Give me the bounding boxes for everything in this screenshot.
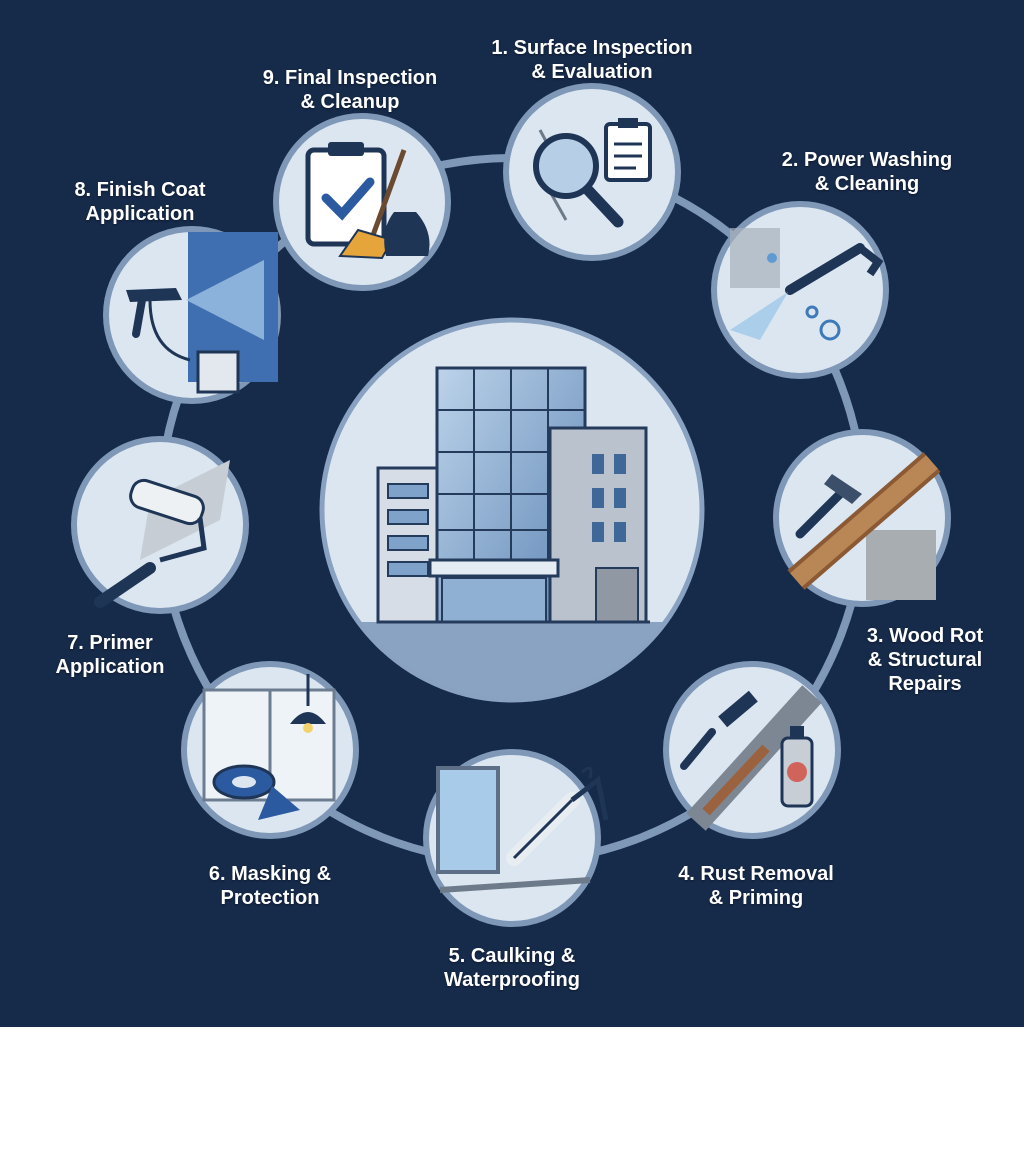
step-5-label: 5. Caulking &Waterproofing bbox=[444, 945, 580, 991]
blank-footer bbox=[0, 1027, 1024, 1154]
step-1-label: 1. Surface Inspection& Evaluation bbox=[491, 37, 693, 83]
magnifier-crack-clipboard-icon bbox=[503, 83, 681, 261]
pressure-washer-icon bbox=[711, 201, 889, 379]
step-4-label: 4. Rust Removal& Priming bbox=[678, 863, 834, 909]
paint-roller-icon bbox=[71, 436, 249, 614]
hammer-wood-icon bbox=[773, 429, 951, 607]
wire-brush-spray-can-icon bbox=[663, 661, 841, 839]
masking-tape-icon bbox=[181, 661, 359, 839]
process-diagram: 1. Surface Inspection& Evaluation 2. Pow… bbox=[0, 0, 1024, 1027]
spray-gun-icon bbox=[103, 226, 281, 404]
step-9-label: 9. Final Inspection& Cleanup bbox=[262, 67, 438, 113]
step-6-label: 6. Masking &Protection bbox=[208, 863, 332, 909]
checklist-broom-icon bbox=[273, 113, 451, 291]
step-2-label: 2. Power Washing& Cleaning bbox=[781, 149, 953, 195]
office-building-icon bbox=[319, 317, 705, 703]
process-ring bbox=[71, 83, 951, 927]
caulk-gun-icon bbox=[423, 749, 609, 927]
